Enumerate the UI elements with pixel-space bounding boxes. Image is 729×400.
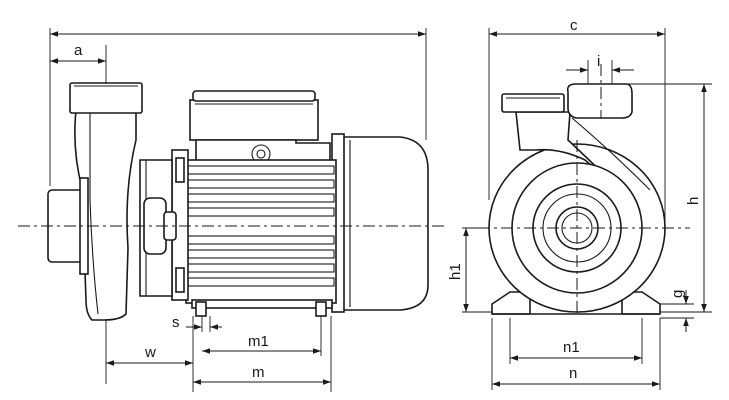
dim-label-m1: m1: [248, 333, 269, 350]
front-foot-right: [621, 291, 661, 315]
dim-label-m: m: [252, 364, 265, 381]
dim-label-h1: h1: [447, 263, 464, 280]
discharge-port: [69, 82, 143, 114]
motor-body: [185, 159, 337, 304]
front-view: c i h h1 g n1 n: [447, 17, 712, 390]
dim-label-n1: n1: [563, 339, 580, 356]
dim-label-a: a: [74, 42, 83, 59]
dim-label-h: h: [685, 197, 702, 205]
dim-label-n: n: [569, 365, 577, 382]
mounting-foot: [191, 299, 333, 309]
fan-cover: [337, 136, 429, 311]
dim-label-i: i: [597, 53, 600, 70]
dim-label-w: w: [144, 344, 156, 361]
side-view: a w s m1 m: [18, 28, 444, 392]
dim-label-g: g: [669, 290, 686, 298]
dim-label-c: c: [570, 17, 578, 34]
terminal-box: [189, 99, 319, 141]
dim-label-s: s: [172, 314, 180, 331]
